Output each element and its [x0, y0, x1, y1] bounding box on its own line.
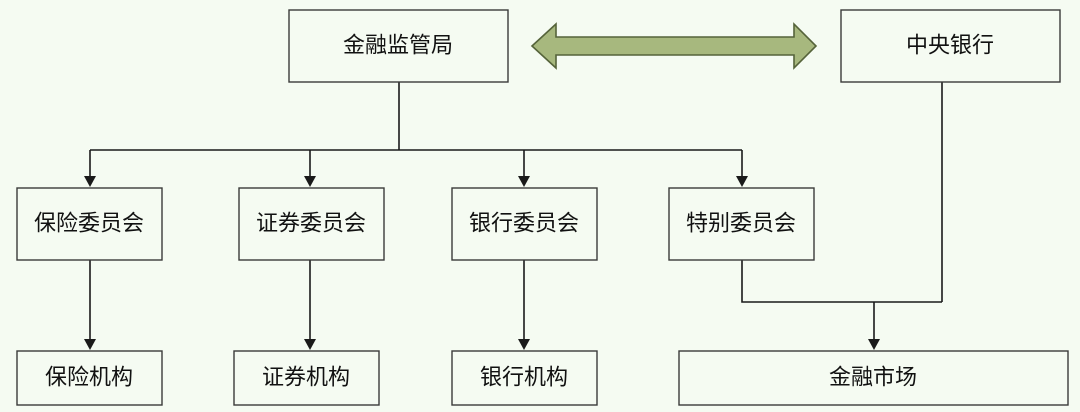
- node-regulator: 金融监管局: [288, 9, 509, 83]
- node-central-bank: 中央银行: [840, 9, 1061, 83]
- node-bank-committee: 银行委员会: [451, 187, 598, 261]
- node-bank-institutions: 银行机构: [451, 350, 598, 406]
- node-special-committee: 特别委员会: [668, 187, 815, 261]
- node-label: 证券委员会: [256, 212, 366, 237]
- arrowhead-icon: [736, 176, 748, 187]
- node-label: 中央银行: [906, 34, 994, 59]
- arrowhead-icon: [518, 339, 530, 350]
- node-label: 银行机构: [480, 366, 568, 391]
- node-label: 银行委员会: [469, 212, 579, 237]
- node-securities-institutions: 证券机构: [233, 350, 380, 406]
- arrowhead-icon: [518, 176, 530, 187]
- arrowhead-icon: [304, 339, 316, 350]
- arrowhead-icon: [84, 339, 96, 350]
- arrowhead-icon: [868, 339, 880, 350]
- node-label: 保险委员会: [34, 212, 144, 237]
- node-insurance-committee: 保险委员会: [16, 187, 163, 261]
- node-label: 证券机构: [262, 366, 350, 391]
- double-arrow-icon: [530, 22, 818, 70]
- node-label: 金融监管局: [343, 34, 453, 59]
- node-securities-committee: 证券委员会: [238, 187, 385, 261]
- node-label: 特别委员会: [686, 212, 796, 237]
- arrowhead-icon: [84, 176, 96, 187]
- arrowhead-icon: [304, 176, 316, 187]
- node-financial-market: 金融市场: [678, 350, 1069, 406]
- edge-special-to-market: [741, 260, 942, 303]
- node-label: 保险机构: [45, 366, 133, 391]
- connectors: [84, 82, 943, 350]
- node-label: 金融市场: [829, 366, 917, 391]
- node-insurance-institutions: 保险机构: [16, 350, 163, 406]
